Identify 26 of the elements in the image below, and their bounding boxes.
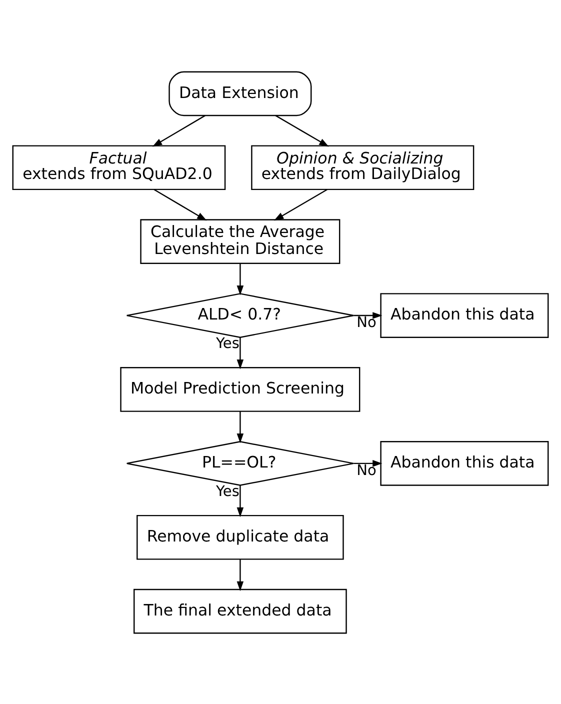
node-diamond: ALD< 0.7? <box>126 292 354 338</box>
arrow <box>236 336 244 369</box>
node-box: Model Prediction Screening <box>120 366 360 412</box>
edge-label: Yes <box>216 336 240 352</box>
node-box: Factual extends from SQuAD2.0 <box>12 144 226 190</box>
arrow <box>274 188 328 220</box>
edge-label: No <box>356 314 376 331</box>
node-box: Abandon this data <box>380 440 549 486</box>
arrow <box>236 410 244 443</box>
node-box: Opinion & Socializing extends from DailyDialog <box>251 144 474 190</box>
arrow <box>354 460 382 466</box>
arrow <box>154 188 207 220</box>
arrow <box>236 262 244 295</box>
arrow <box>236 558 244 591</box>
edge-label: No <box>356 462 376 479</box>
node-box: Calculate the Average Levenshtein Distance <box>140 218 340 264</box>
node-diamond: PL==OL? <box>126 440 354 486</box>
arrow <box>236 484 244 517</box>
arrow <box>275 114 329 146</box>
node-box: The final extended data <box>134 588 347 634</box>
edge-label: Yes <box>216 483 240 500</box>
node-box: Remove duplicate data <box>136 514 344 560</box>
node-box: Abandon this data <box>380 292 549 338</box>
node-box: Data Extension <box>168 70 312 116</box>
arrow <box>152 114 206 146</box>
arrow <box>354 312 382 318</box>
